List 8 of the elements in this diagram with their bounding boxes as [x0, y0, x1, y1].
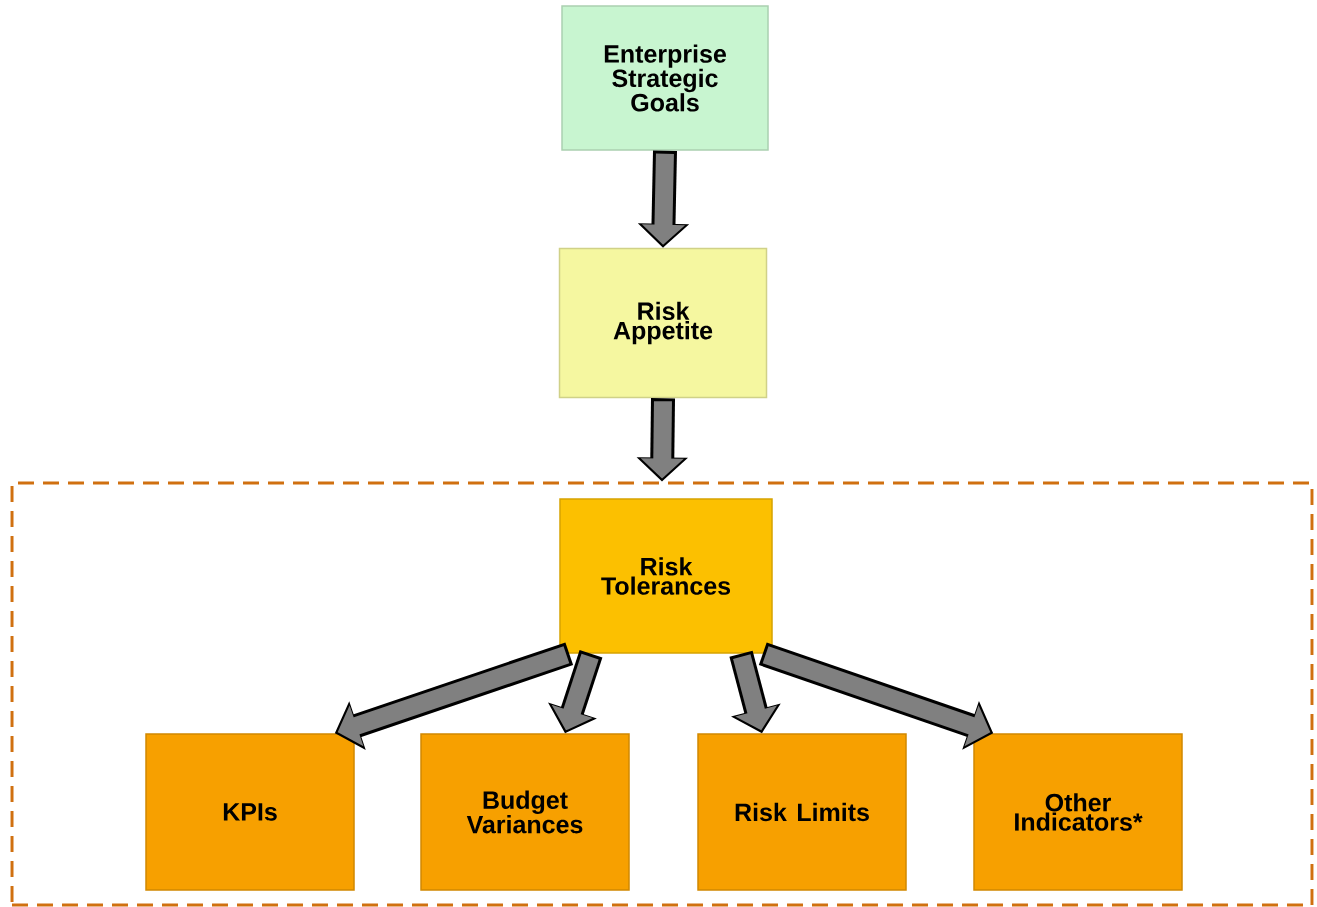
- process-box: KPIs: [145, 733, 355, 891]
- process-box: Risk Appetite: [558, 247, 768, 399]
- process-box: Budget Variances: [420, 733, 630, 891]
- process-box: Risk Tolerances: [559, 498, 773, 654]
- process-box: Other Indicators*: [973, 733, 1183, 891]
- dashed-region: [10, 481, 1314, 907]
- goal-box: Enterprise Strategic Goals: [561, 5, 769, 151]
- process-box: Risk Limits: [697, 733, 907, 891]
